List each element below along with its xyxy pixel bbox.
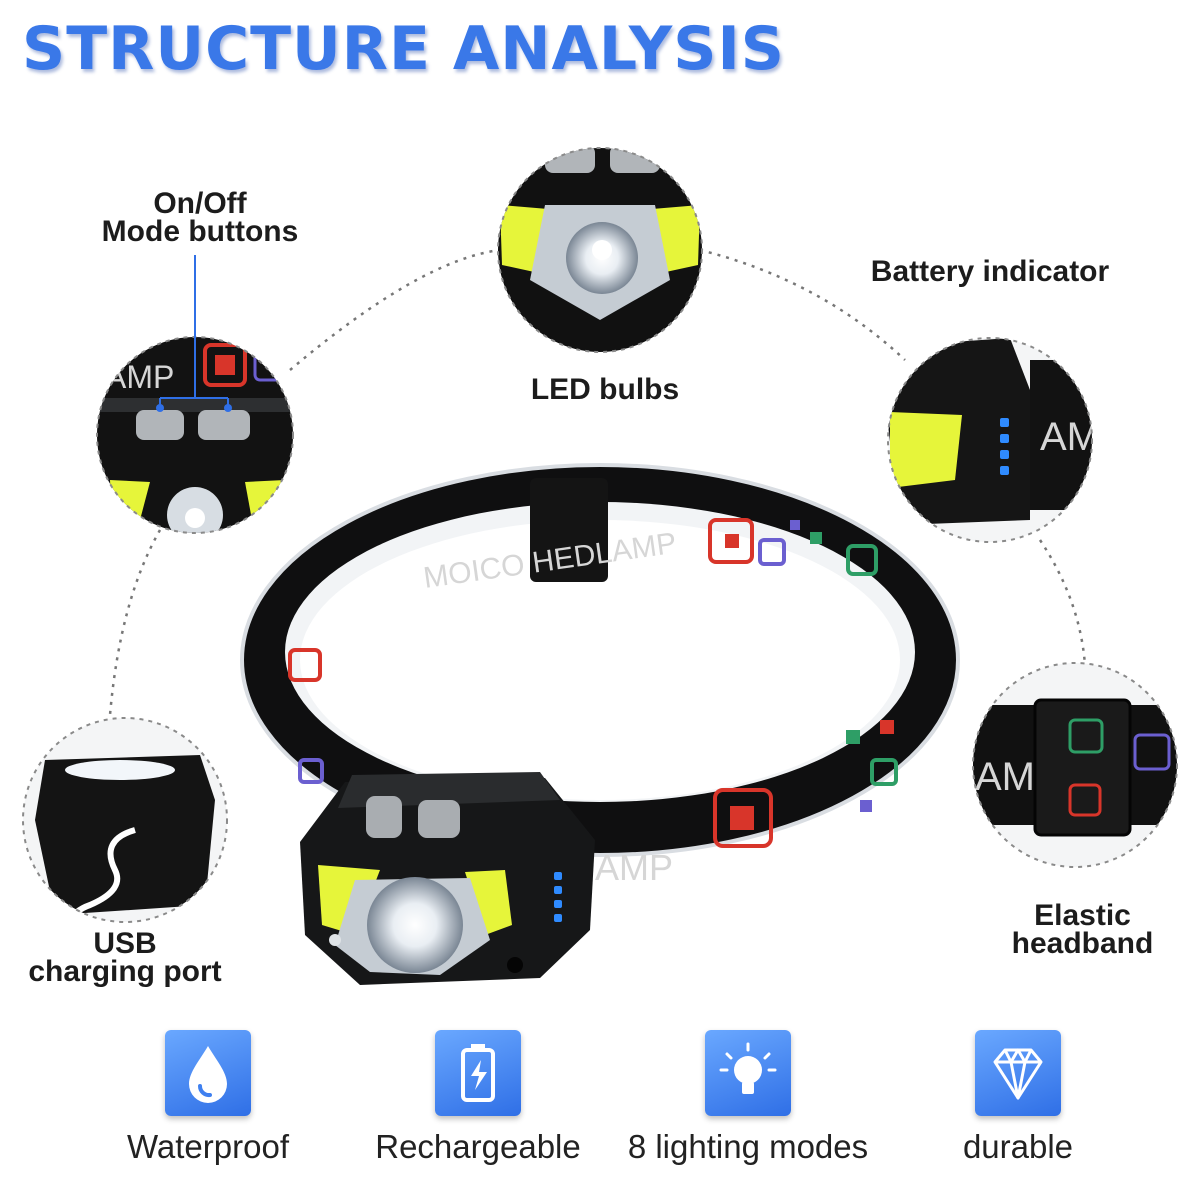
feature-rechargeable: Rechargeable <box>328 1030 628 1166</box>
callout-buttons: On/Off Mode buttons <box>101 187 299 248</box>
zoom-battery: AM <box>888 338 1100 542</box>
headband-strap: MOICO HEDLAMP AMP <box>240 463 960 888</box>
zoom-headband: AM <box>973 663 1177 867</box>
callout-battery: Battery indicator <box>870 255 1110 288</box>
feature-label: 8 lighting modes <box>627 1128 869 1165</box>
feature-waterproof: Waterproof <box>58 1030 358 1166</box>
feature-label: Waterproof <box>126 1128 289 1165</box>
usb-port-render <box>507 957 523 973</box>
callout-headband: Elastic headband <box>1011 899 1154 960</box>
feature-label: Rechargeable <box>375 1128 581 1165</box>
feature-lighting-modes: 8 lighting modes <box>598 1030 898 1166</box>
strap-label-front: AMP <box>595 847 673 888</box>
svg-text:AM: AM <box>975 755 1035 799</box>
svg-text:AM: AM <box>1040 415 1100 459</box>
feature-label: durable <box>962 1128 1074 1165</box>
battery-indicator-render <box>554 872 562 922</box>
light-bulb-icon <box>705 1030 791 1116</box>
page-title: STRUCTURE ANALYSIS <box>22 14 785 84</box>
callout-led: LED bulbs <box>530 373 680 406</box>
diamond-icon <box>975 1030 1061 1116</box>
zoom-led <box>498 148 702 352</box>
product-illustration: MOICO HEDLAMP AMP AMP <box>22 147 1178 985</box>
power-button-render <box>366 796 402 838</box>
feature-durable: durable <box>868 1030 1168 1166</box>
water-drop-icon <box>165 1030 251 1116</box>
callout-usb: USB charging port <box>28 927 222 988</box>
zoom-usb <box>23 718 227 922</box>
connector-arc <box>108 248 1087 716</box>
headlamp-body <box>300 772 595 985</box>
mode-button-render <box>418 800 460 838</box>
battery-charge-icon <box>435 1030 521 1116</box>
